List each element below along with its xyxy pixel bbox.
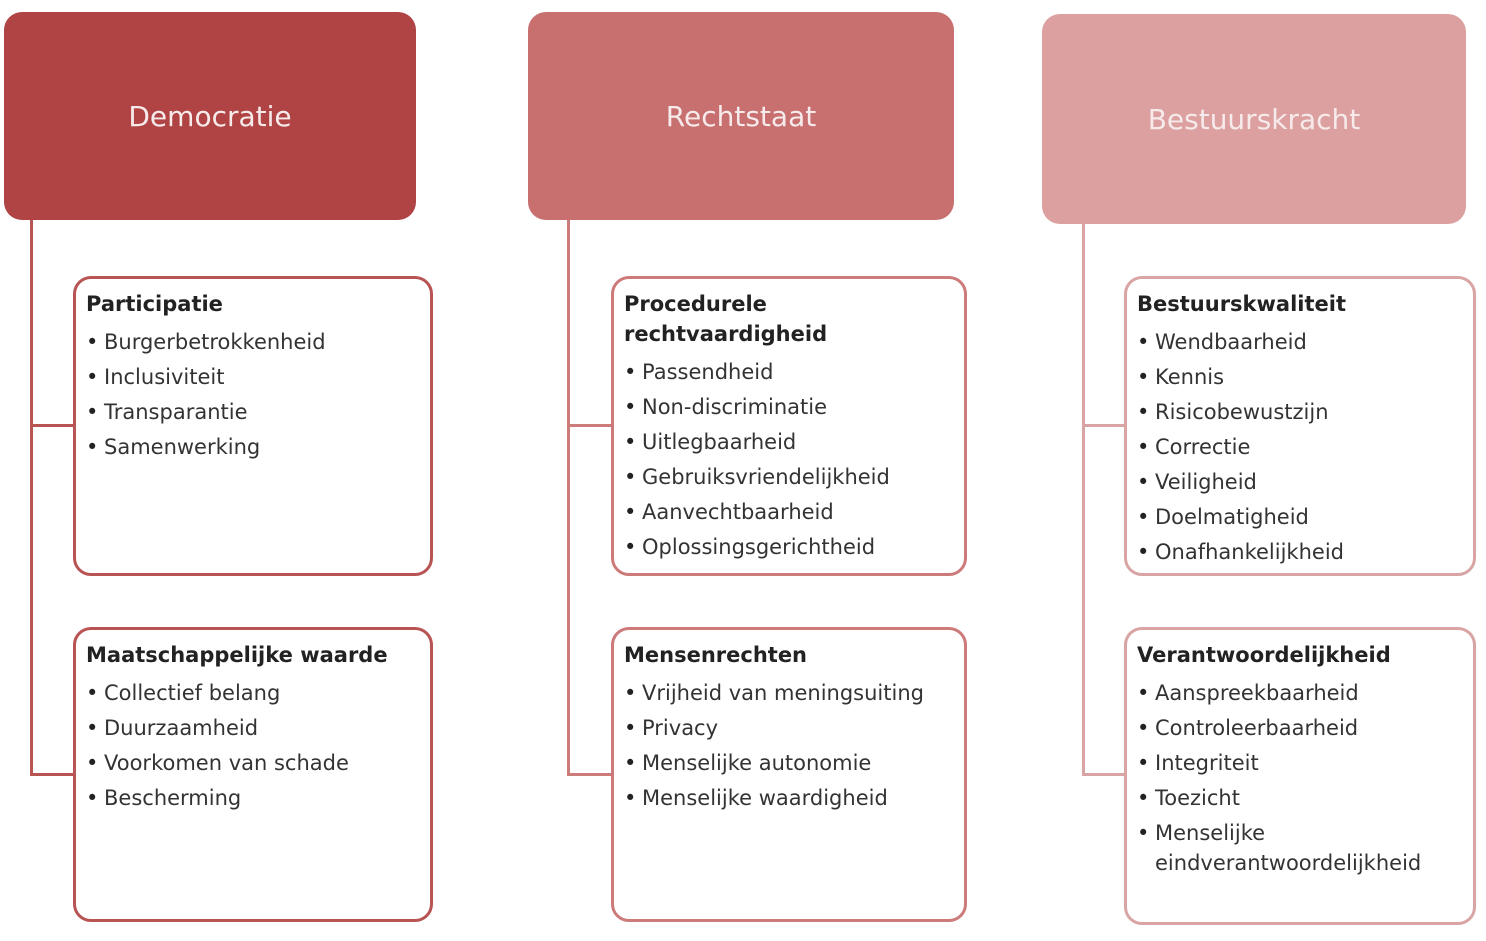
list-item: Inclusiviteit bbox=[86, 360, 420, 395]
connector-branch bbox=[567, 773, 612, 776]
list-item: Controleerbaarheid bbox=[1137, 711, 1463, 746]
list-item: Wendbaarheid bbox=[1137, 325, 1463, 360]
connector-branch bbox=[30, 424, 75, 427]
connector-branch bbox=[567, 424, 612, 427]
list-item: Risicobewustzijn bbox=[1137, 395, 1463, 430]
connector-vertical bbox=[1082, 224, 1085, 776]
list-item: Menselijke waardigheid bbox=[624, 781, 954, 816]
group-title: Bestuurskwaliteit bbox=[1137, 292, 1346, 316]
list-item: Privacy bbox=[624, 711, 954, 746]
pillar-title: Democratie bbox=[128, 99, 292, 133]
list-item: Oplossingsgerichtheid bbox=[624, 530, 954, 565]
list-item: Samenwerking bbox=[86, 430, 420, 465]
list-item: Kennis bbox=[1137, 360, 1463, 395]
list-item: Onafhankelijkheid bbox=[1137, 535, 1463, 570]
list-item: Gebruiksvriendelijkheid bbox=[624, 460, 954, 495]
pillar-title: Bestuurskracht bbox=[1147, 102, 1361, 136]
connector-branch bbox=[1082, 424, 1127, 427]
list-item: Doelmatigheid bbox=[1137, 500, 1463, 535]
item-list: Burgerbetrokkenheid Inclusiviteit Transp… bbox=[86, 325, 420, 465]
connector-branch bbox=[1082, 773, 1127, 776]
list-item: Non-discriminatie bbox=[624, 390, 954, 425]
list-item: Aanspreekbaarheid bbox=[1137, 676, 1463, 711]
group-box: Mensenrechten Vrijheid van meningsuiting… bbox=[611, 627, 967, 922]
list-item: Correctie bbox=[1137, 430, 1463, 465]
list-item: Passendheid bbox=[624, 355, 954, 390]
group-title: Mensenrechten bbox=[624, 643, 808, 667]
group-box: Bestuurskwaliteit Wendbaarheid Kennis Ri… bbox=[1124, 276, 1476, 576]
group-box: Procedurele rechtvaardigheid Passendheid… bbox=[611, 276, 967, 576]
list-item: Vrijheid van meningsuiting bbox=[624, 676, 954, 711]
group-title: Participatie bbox=[86, 292, 223, 316]
group-title: Procedurele rechtvaardigheid bbox=[624, 292, 828, 346]
list-item: Uitlegbaarheid bbox=[624, 425, 954, 460]
pillar-title: Rechtstaat bbox=[665, 99, 817, 133]
list-item: Integriteit bbox=[1137, 746, 1463, 781]
list-item: Collectief belang bbox=[86, 676, 420, 711]
item-list: Aanspreekbaarheid Controleerbaarheid Int… bbox=[1137, 676, 1463, 878]
group-box: Maatschappelijke waarde Collectief belan… bbox=[73, 627, 433, 922]
group-box: Participatie Burgerbetrokkenheid Inclusi… bbox=[73, 276, 433, 576]
pillar-header-democratie: Democratie bbox=[4, 12, 416, 220]
pillar-header-rechtstaat: Rechtstaat bbox=[528, 12, 954, 220]
pillar-header-bestuurskracht: Bestuurskracht bbox=[1042, 14, 1466, 224]
list-item: Veiligheid bbox=[1137, 465, 1463, 500]
list-item: Transparantie bbox=[86, 395, 420, 430]
group-title: Maatschappelijke waarde bbox=[86, 643, 388, 667]
item-list: Passendheid Non-discriminatie Uitlegbaar… bbox=[624, 355, 954, 565]
item-list: Wendbaarheid Kennis Risicobewustzijn Cor… bbox=[1137, 325, 1463, 570]
group-title: Verantwoordelijkheid bbox=[1137, 643, 1391, 667]
item-list: Vrijheid van meningsuiting Privacy Mense… bbox=[624, 676, 954, 816]
connector-vertical bbox=[30, 220, 33, 776]
connector-vertical bbox=[567, 220, 570, 776]
list-item: Menselijke eindverantwoordelijkheid bbox=[1137, 818, 1425, 878]
connector-branch bbox=[30, 773, 75, 776]
list-item: Toezicht bbox=[1137, 781, 1463, 816]
list-item: Duurzaamheid bbox=[86, 711, 420, 746]
list-item: Bescherming bbox=[86, 781, 420, 816]
item-list: Collectief belang Duurzaamheid Voorkomen… bbox=[86, 676, 420, 816]
group-box: Verantwoordelijkheid Aanspreekbaarheid C… bbox=[1124, 627, 1476, 925]
list-item: Voorkomen van schade bbox=[86, 746, 420, 781]
list-item: Aanvechtbaarheid bbox=[624, 495, 954, 530]
list-item: Menselijke autonomie bbox=[624, 746, 954, 781]
list-item: Burgerbetrokkenheid bbox=[86, 325, 420, 360]
